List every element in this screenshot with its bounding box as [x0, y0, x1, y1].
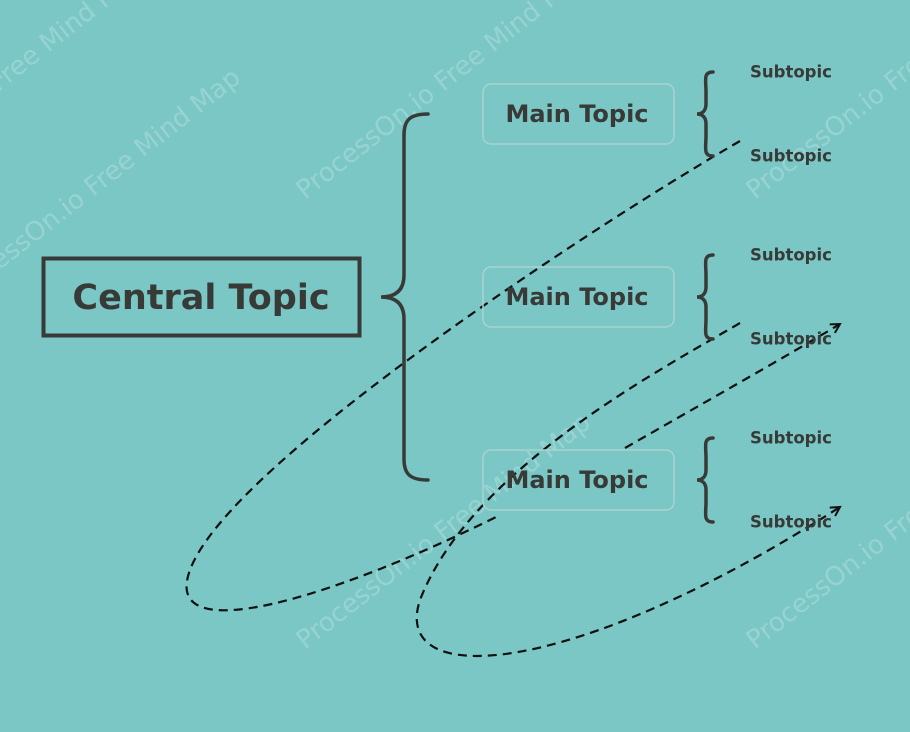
main-topic-label: Main Topic	[505, 283, 648, 311]
main-topic[interactable]: Main Topic	[482, 449, 675, 511]
central-topic-label: Central Topic	[72, 278, 329, 318]
central-topic[interactable]: Central Topic	[41, 256, 362, 338]
main-topic[interactable]: Main Topic	[482, 266, 675, 328]
subtopic-brace	[696, 70, 715, 158]
subtopic-label[interactable]: Subtopic	[750, 246, 832, 265]
subtopic-label[interactable]: Subtopic	[750, 513, 832, 532]
subtopic-label[interactable]: Subtopic	[750, 147, 832, 166]
relation-connector[interactable]	[415, 322, 842, 658]
main-topic-box	[482, 266, 675, 328]
subtopic-brace	[696, 253, 715, 341]
main-topic[interactable]: Main Topic	[482, 83, 675, 145]
central-brace	[380, 112, 430, 482]
subtopic-label[interactable]: Subtopic	[750, 63, 832, 82]
subtopic-label[interactable]: Subtopic	[750, 429, 832, 448]
subtopic-brace	[696, 436, 715, 524]
main-topic-box	[482, 449, 675, 511]
relation-connector[interactable]	[624, 322, 842, 449]
main-topic-label: Main Topic	[505, 466, 648, 494]
relation-connector[interactable]	[185, 140, 741, 612]
connector-layer	[185, 140, 842, 658]
subtopic-label[interactable]: Subtopic	[750, 330, 832, 349]
main-topic-label: Main Topic	[505, 100, 648, 128]
central-topic-box	[41, 256, 362, 338]
main-topic-box	[482, 83, 675, 145]
